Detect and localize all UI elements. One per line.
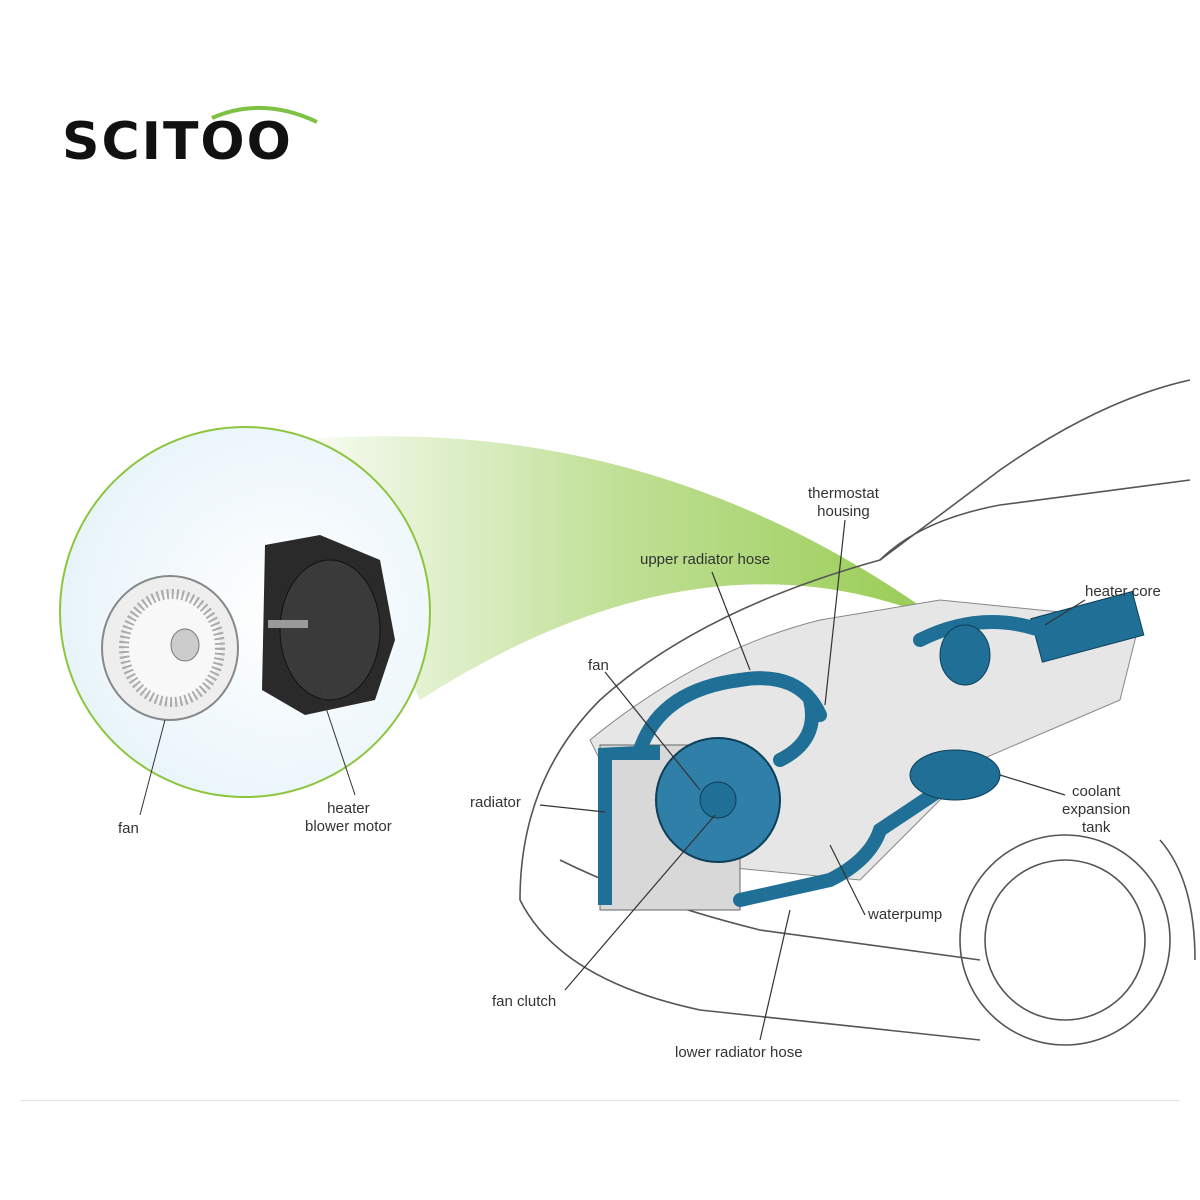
label-lower-radiator-hose: lower radiator hose [675,1044,803,1061]
label-waterpump: waterpump [868,906,943,923]
brand-logo: SCITOO [62,100,362,172]
label-fan: fan [588,657,609,674]
car-swoosh-icon [211,105,318,124]
label-heater-blower-motor: heater blower motor [305,800,392,836]
bottom-divider [20,1100,1180,1101]
label-upper-radiator-hose: upper radiator hose [640,551,771,568]
label-coolant-expansion-tank: coolant expansion tank [1062,783,1130,837]
coolant-hoses [633,615,1047,907]
label-line: expansion [1062,801,1131,818]
label-fan-inset: fan [118,820,139,837]
blower-motor [262,535,395,715]
label-fan-clutch: fan clutch [492,993,557,1010]
car-body [519,379,1196,1046]
radiator-fan [655,737,781,863]
heater-core [1030,590,1145,663]
brand-name: SCITOO [62,112,293,172]
label-line: tank [1082,819,1111,836]
label-line: coolant [1072,783,1121,800]
label-line: heater [327,800,370,817]
label-line: thermostat [808,485,879,502]
label-thermostat-housing: thermostat housing [808,485,879,521]
coolant-expansion-tank [909,749,1001,801]
label-line: blower motor [305,818,392,835]
blower-fan-wheel [101,575,239,721]
heater-blower-housing [939,624,991,686]
label-heater-core: heater core [1085,583,1161,600]
label-line: housing [817,503,870,520]
label-radiator: radiator [470,794,521,811]
highlight-beam [300,436,940,700]
